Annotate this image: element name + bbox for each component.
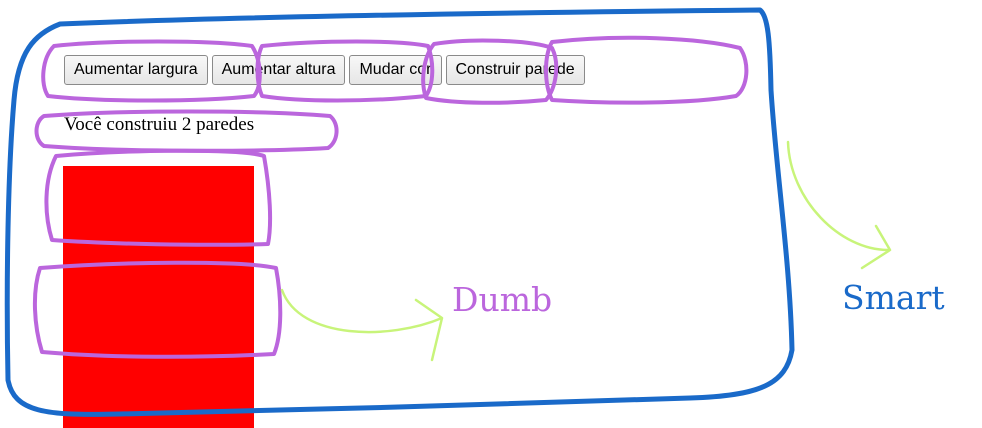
smart-arrow bbox=[786, 140, 892, 270]
increase-width-button[interactable]: Aumentar largura bbox=[64, 55, 208, 85]
change-color-button[interactable]: Mudar cor bbox=[349, 55, 442, 85]
increase-height-button[interactable]: Aumentar altura bbox=[211, 55, 346, 85]
dumb-arrow bbox=[280, 288, 444, 362]
toolbar: Aumentar largura Aumentar altura Mudar c… bbox=[64, 55, 585, 85]
smart-label: Smart bbox=[842, 278, 945, 317]
walls-counter-text: Você construiu 2 paredes bbox=[64, 114, 255, 135]
build-wall-button[interactable]: Construir parede bbox=[445, 55, 585, 85]
dumb-label: Dumb bbox=[452, 280, 553, 319]
wall-block bbox=[63, 166, 254, 428]
